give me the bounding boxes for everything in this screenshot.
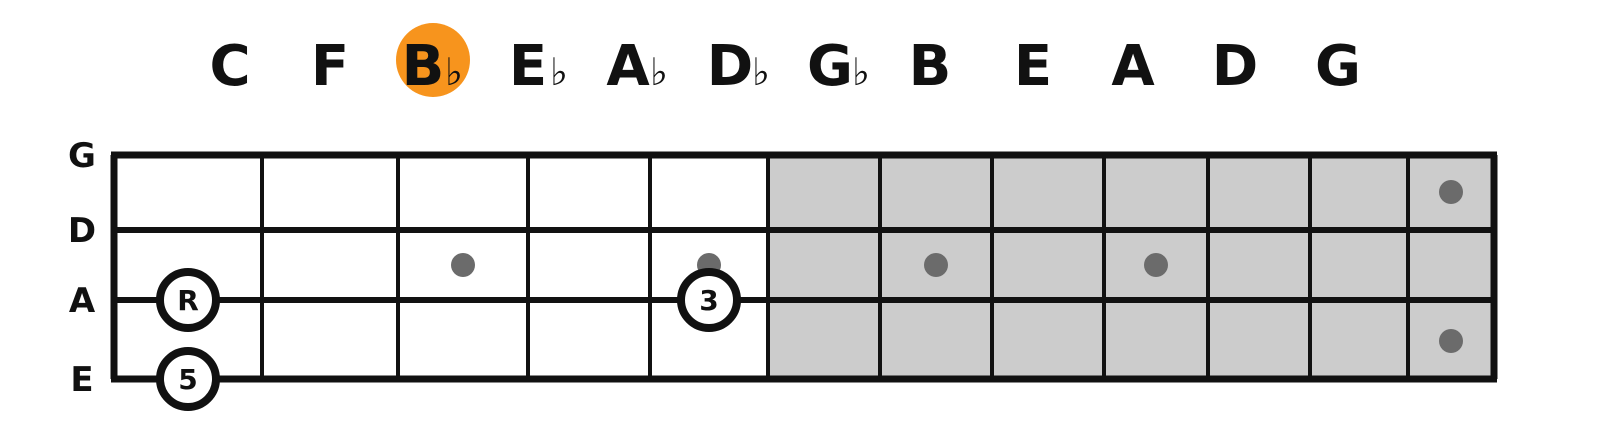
note-label: B [402, 34, 445, 99]
note-marker: R [156, 268, 220, 332]
flat-symbol: ♭ [445, 50, 463, 94]
note-label: G [1315, 34, 1361, 99]
note-label: A [1111, 34, 1155, 99]
note-label: B [909, 34, 952, 99]
string-label: A [69, 281, 96, 321]
inlay-dot [451, 253, 475, 277]
note-label: G [807, 34, 853, 99]
marker-ring [156, 347, 220, 411]
flat-symbol: ♭ [852, 50, 870, 94]
fretboard-grid [110, 151, 1498, 383]
inlay-dot [1439, 329, 1463, 353]
note-label: D [1212, 34, 1258, 99]
inlay-dot [1144, 253, 1168, 277]
string-label: D [68, 211, 96, 251]
flat-symbol: ♭ [650, 50, 668, 94]
flat-symbol: ♭ [752, 50, 770, 94]
inlay-dot [924, 253, 948, 277]
note-label: E [509, 34, 547, 99]
marker-ring [677, 268, 741, 332]
note-label: E [1014, 34, 1052, 99]
highlight-circle [396, 23, 470, 97]
note-label: F [311, 34, 349, 99]
marker-label: 5 [178, 363, 197, 396]
note-label: D [707, 34, 753, 99]
shaded-frets [768, 155, 1494, 379]
note-label: C [209, 34, 250, 99]
string-label: G [68, 136, 96, 176]
note-markers: R 3 5 [156, 268, 741, 411]
marker-label: R [177, 284, 199, 317]
string-label: E [70, 360, 93, 400]
flat-symbol: ♭ [550, 50, 568, 94]
note-label: A [606, 34, 650, 99]
note-marker: 3 [677, 268, 741, 332]
note-marker: 5 [156, 347, 220, 411]
inlay-dot [1439, 180, 1463, 204]
marker-label: 3 [699, 284, 718, 317]
marker-ring [156, 268, 220, 332]
shaded-region [768, 155, 1494, 379]
